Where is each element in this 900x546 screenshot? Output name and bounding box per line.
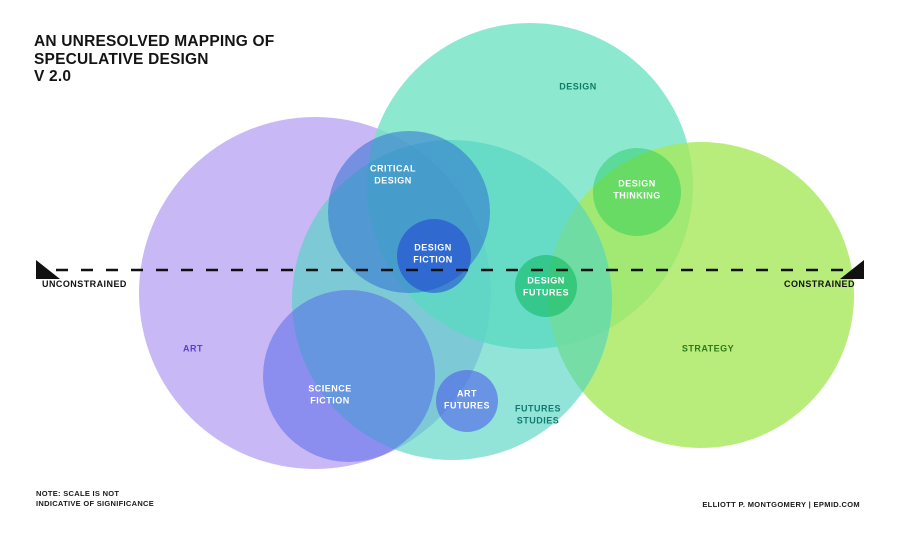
venn-circle-design-futures[interactable] [515, 255, 577, 317]
title-version: V 2.0 [34, 68, 72, 85]
venn-circle-design-thinking[interactable] [593, 148, 681, 236]
scale-note: NOTE: SCALE IS NOT INDICATIVE OF SIGNIFI… [36, 489, 155, 508]
author-credit: ELLIOTT P. MONTGOMERY | EPMID.COM [702, 500, 860, 509]
axis-label-constrained: CONSTRAINED [784, 279, 855, 289]
title-line-2: SPECULATIVE DESIGN [34, 50, 209, 68]
venn-circle-art-futures[interactable] [436, 370, 498, 432]
axis-label-unconstrained: UNCONSTRAINED [42, 279, 127, 289]
venn-circle-design-fiction[interactable] [397, 219, 471, 293]
page-title: AN UNRESOLVED MAPPING OF SPECULATIVE DES… [34, 33, 274, 86]
venn-circle-strategy[interactable] [548, 142, 854, 448]
venn-circle-science-fiction[interactable] [263, 290, 435, 462]
title-line-1: AN UNRESOLVED MAPPING OF [34, 33, 275, 50]
